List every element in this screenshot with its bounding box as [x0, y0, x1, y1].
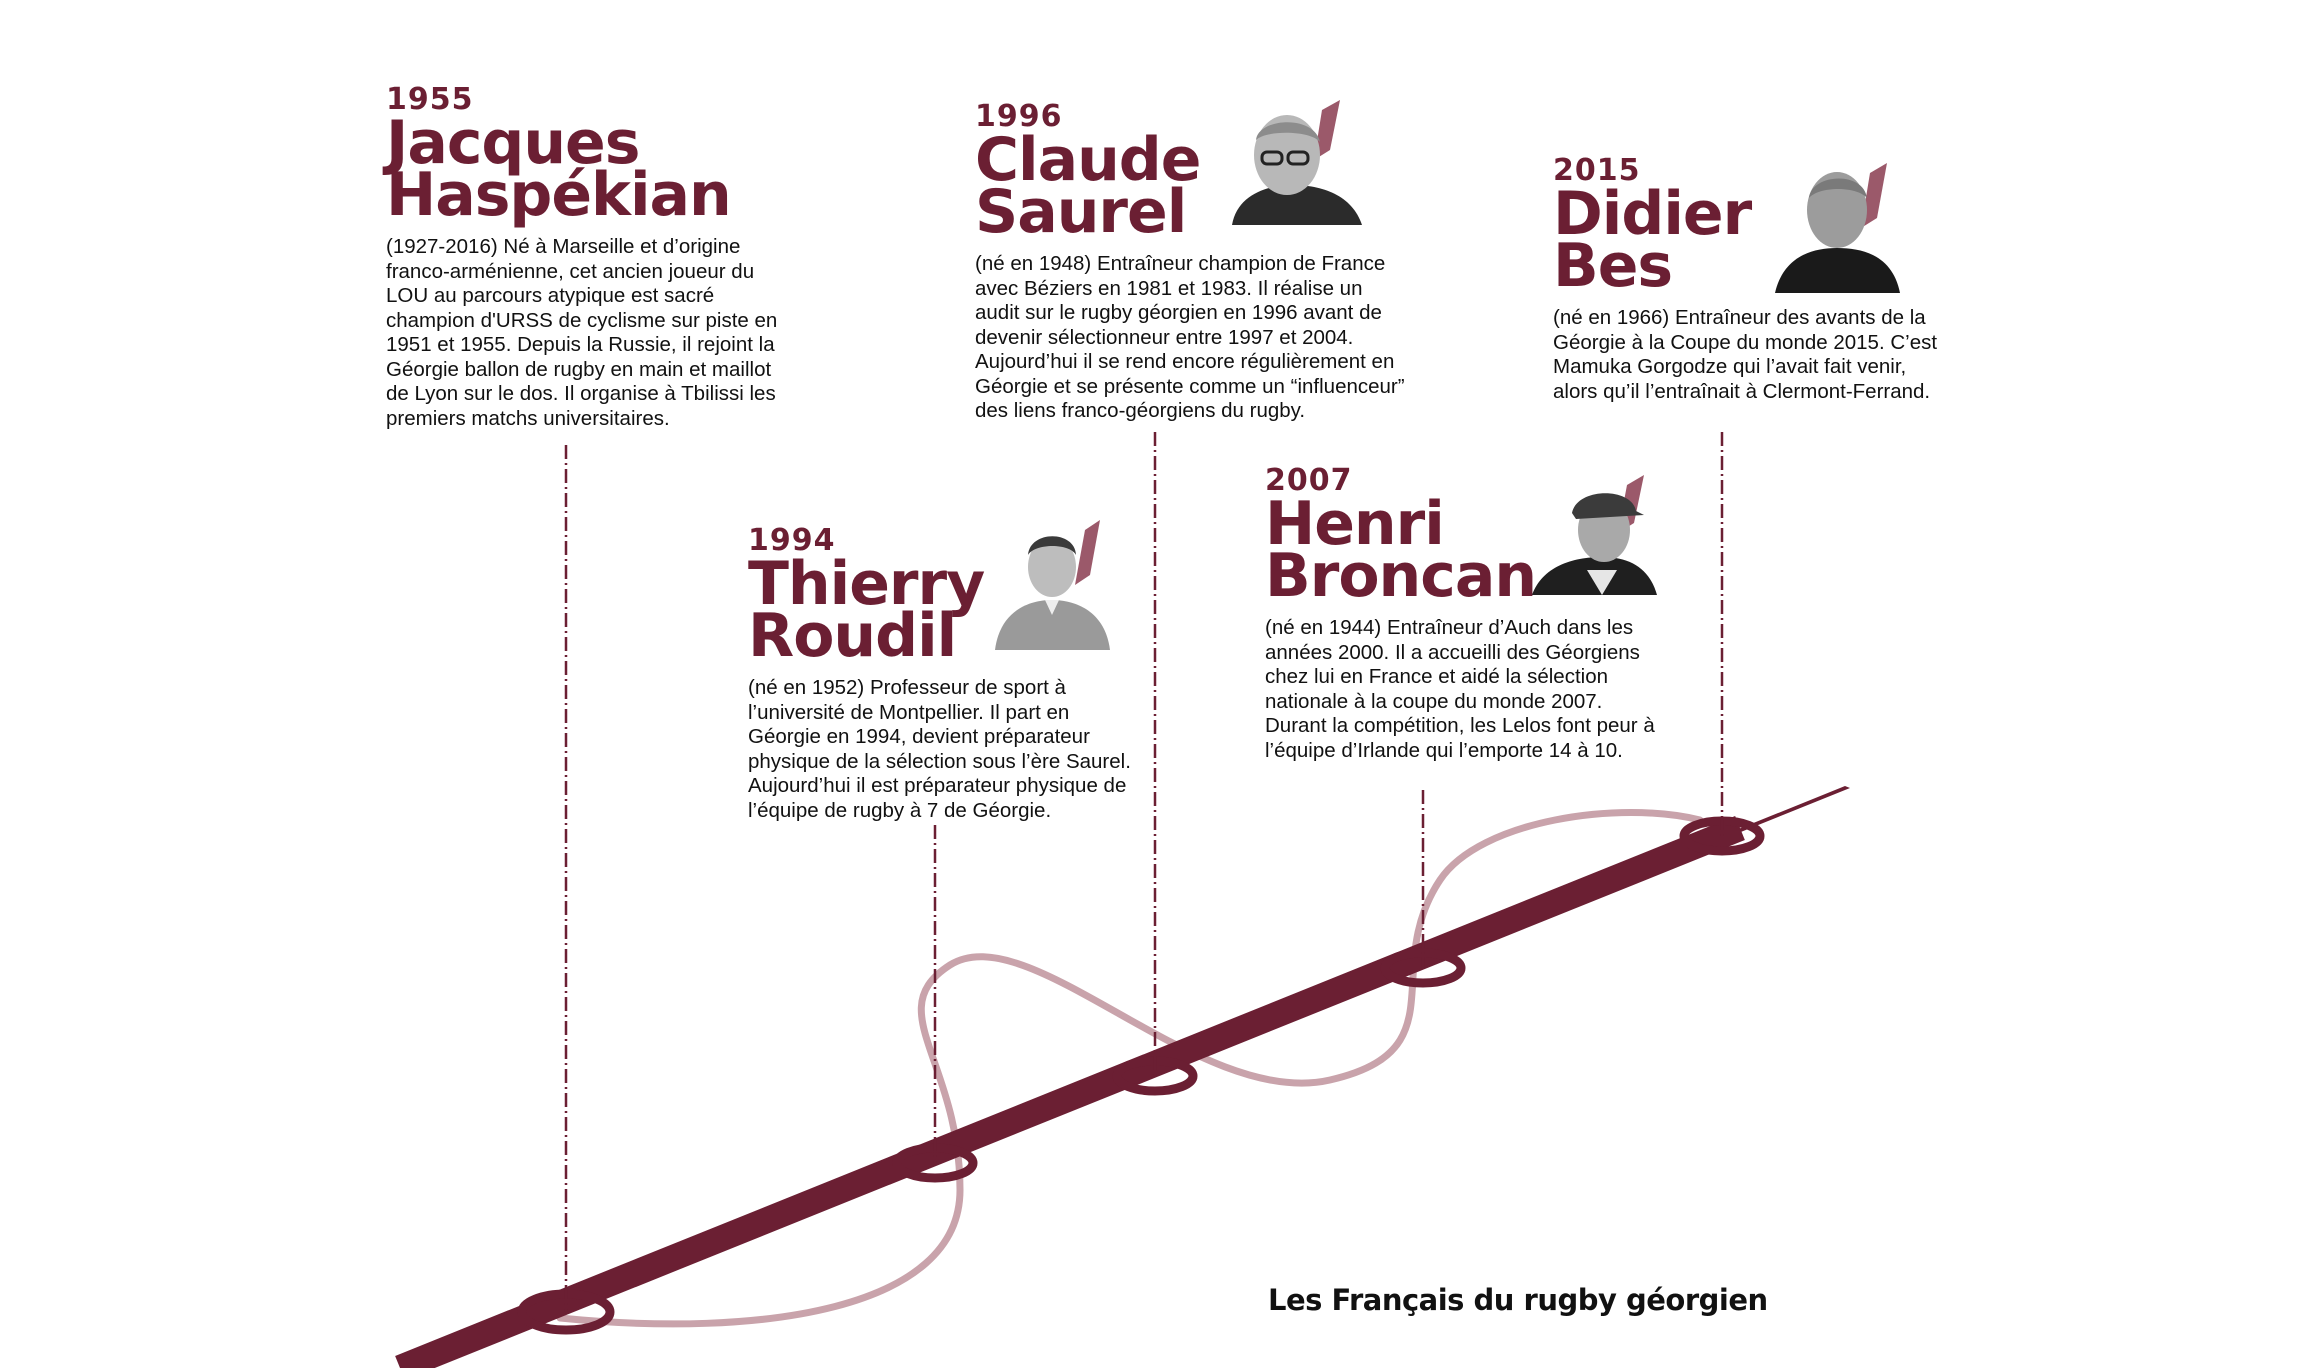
entry-name: Thierry Roudil [748, 549, 1138, 671]
timeline-entry-2007: 2007 Henri Broncan (né en 1944) Entraîne… [1265, 466, 1665, 763]
timeline-axis-body [395, 815, 1745, 1368]
portrait-thierry-roudil [995, 520, 1110, 650]
entry-name-line1: Didier [1553, 179, 1752, 249]
timeline-entry-1994: 1994 Thierry Roudil (né en 1952) Profess… [748, 526, 1138, 823]
entry-name-line1: Claude [975, 125, 1201, 195]
entry-year: 2007 [1265, 463, 1353, 498]
entry-name-line2: Saurel [975, 177, 1187, 247]
portrait-claude-saurel [1232, 100, 1362, 225]
entry-year: 1955 [386, 82, 474, 117]
entry-name-line1: Thierry [748, 549, 985, 619]
entry-year: 2015 [1553, 153, 1641, 188]
decorative-loop-stroke [556, 809, 1704, 1328]
entry-name: Henri Broncan [1265, 489, 1665, 611]
entry-year: 1994 [748, 523, 836, 558]
entry-year: 1996 [975, 99, 1063, 134]
entry-name-line2: Broncan [1265, 541, 1537, 611]
timeline-entry-1996: 1996 Claude Saurel (né en 1948) Entraîne… [975, 102, 1415, 424]
entry-name: Didier Bes [1553, 179, 1953, 301]
entry-bio: (né en 1948) Entraîneur champion de Fran… [975, 252, 1405, 422]
entry-bio: (né en 1966) Entraîneur des avants de la… [1553, 306, 1938, 403]
portrait-didier-bes [1775, 163, 1900, 293]
entry-name-line2: Haspékian [386, 160, 732, 230]
entry-bio: (1927-2016) Né à Marseille et d’origine … [386, 235, 778, 430]
entry-name-line2: Roudil [748, 601, 957, 671]
portrait-henri-broncan [1532, 475, 1657, 595]
infographic-title: Les Français du rugby géorgien [1268, 1283, 1768, 1317]
entry-bio: (né en 1944) Entraîneur d’Auch dans les … [1265, 616, 1655, 762]
entry-name-line1: Henri [1265, 489, 1445, 559]
entry-name-line1: Jacques [386, 108, 640, 178]
entry-name: Jacques Haspékian [386, 108, 796, 230]
timeline-entry-2015: 2015 Didier Bes (né en 1966) Entraîneur … [1553, 156, 1953, 404]
entry-name-line2: Bes [1553, 231, 1673, 301]
timeline-entry-1955: 1955 Jacques Haspékian (1927-2016) Né à … [386, 85, 796, 431]
entry-bio: (né en 1952) Professeur de sport à l’uni… [748, 676, 1131, 822]
entry-name: Claude Saurel [975, 125, 1415, 247]
